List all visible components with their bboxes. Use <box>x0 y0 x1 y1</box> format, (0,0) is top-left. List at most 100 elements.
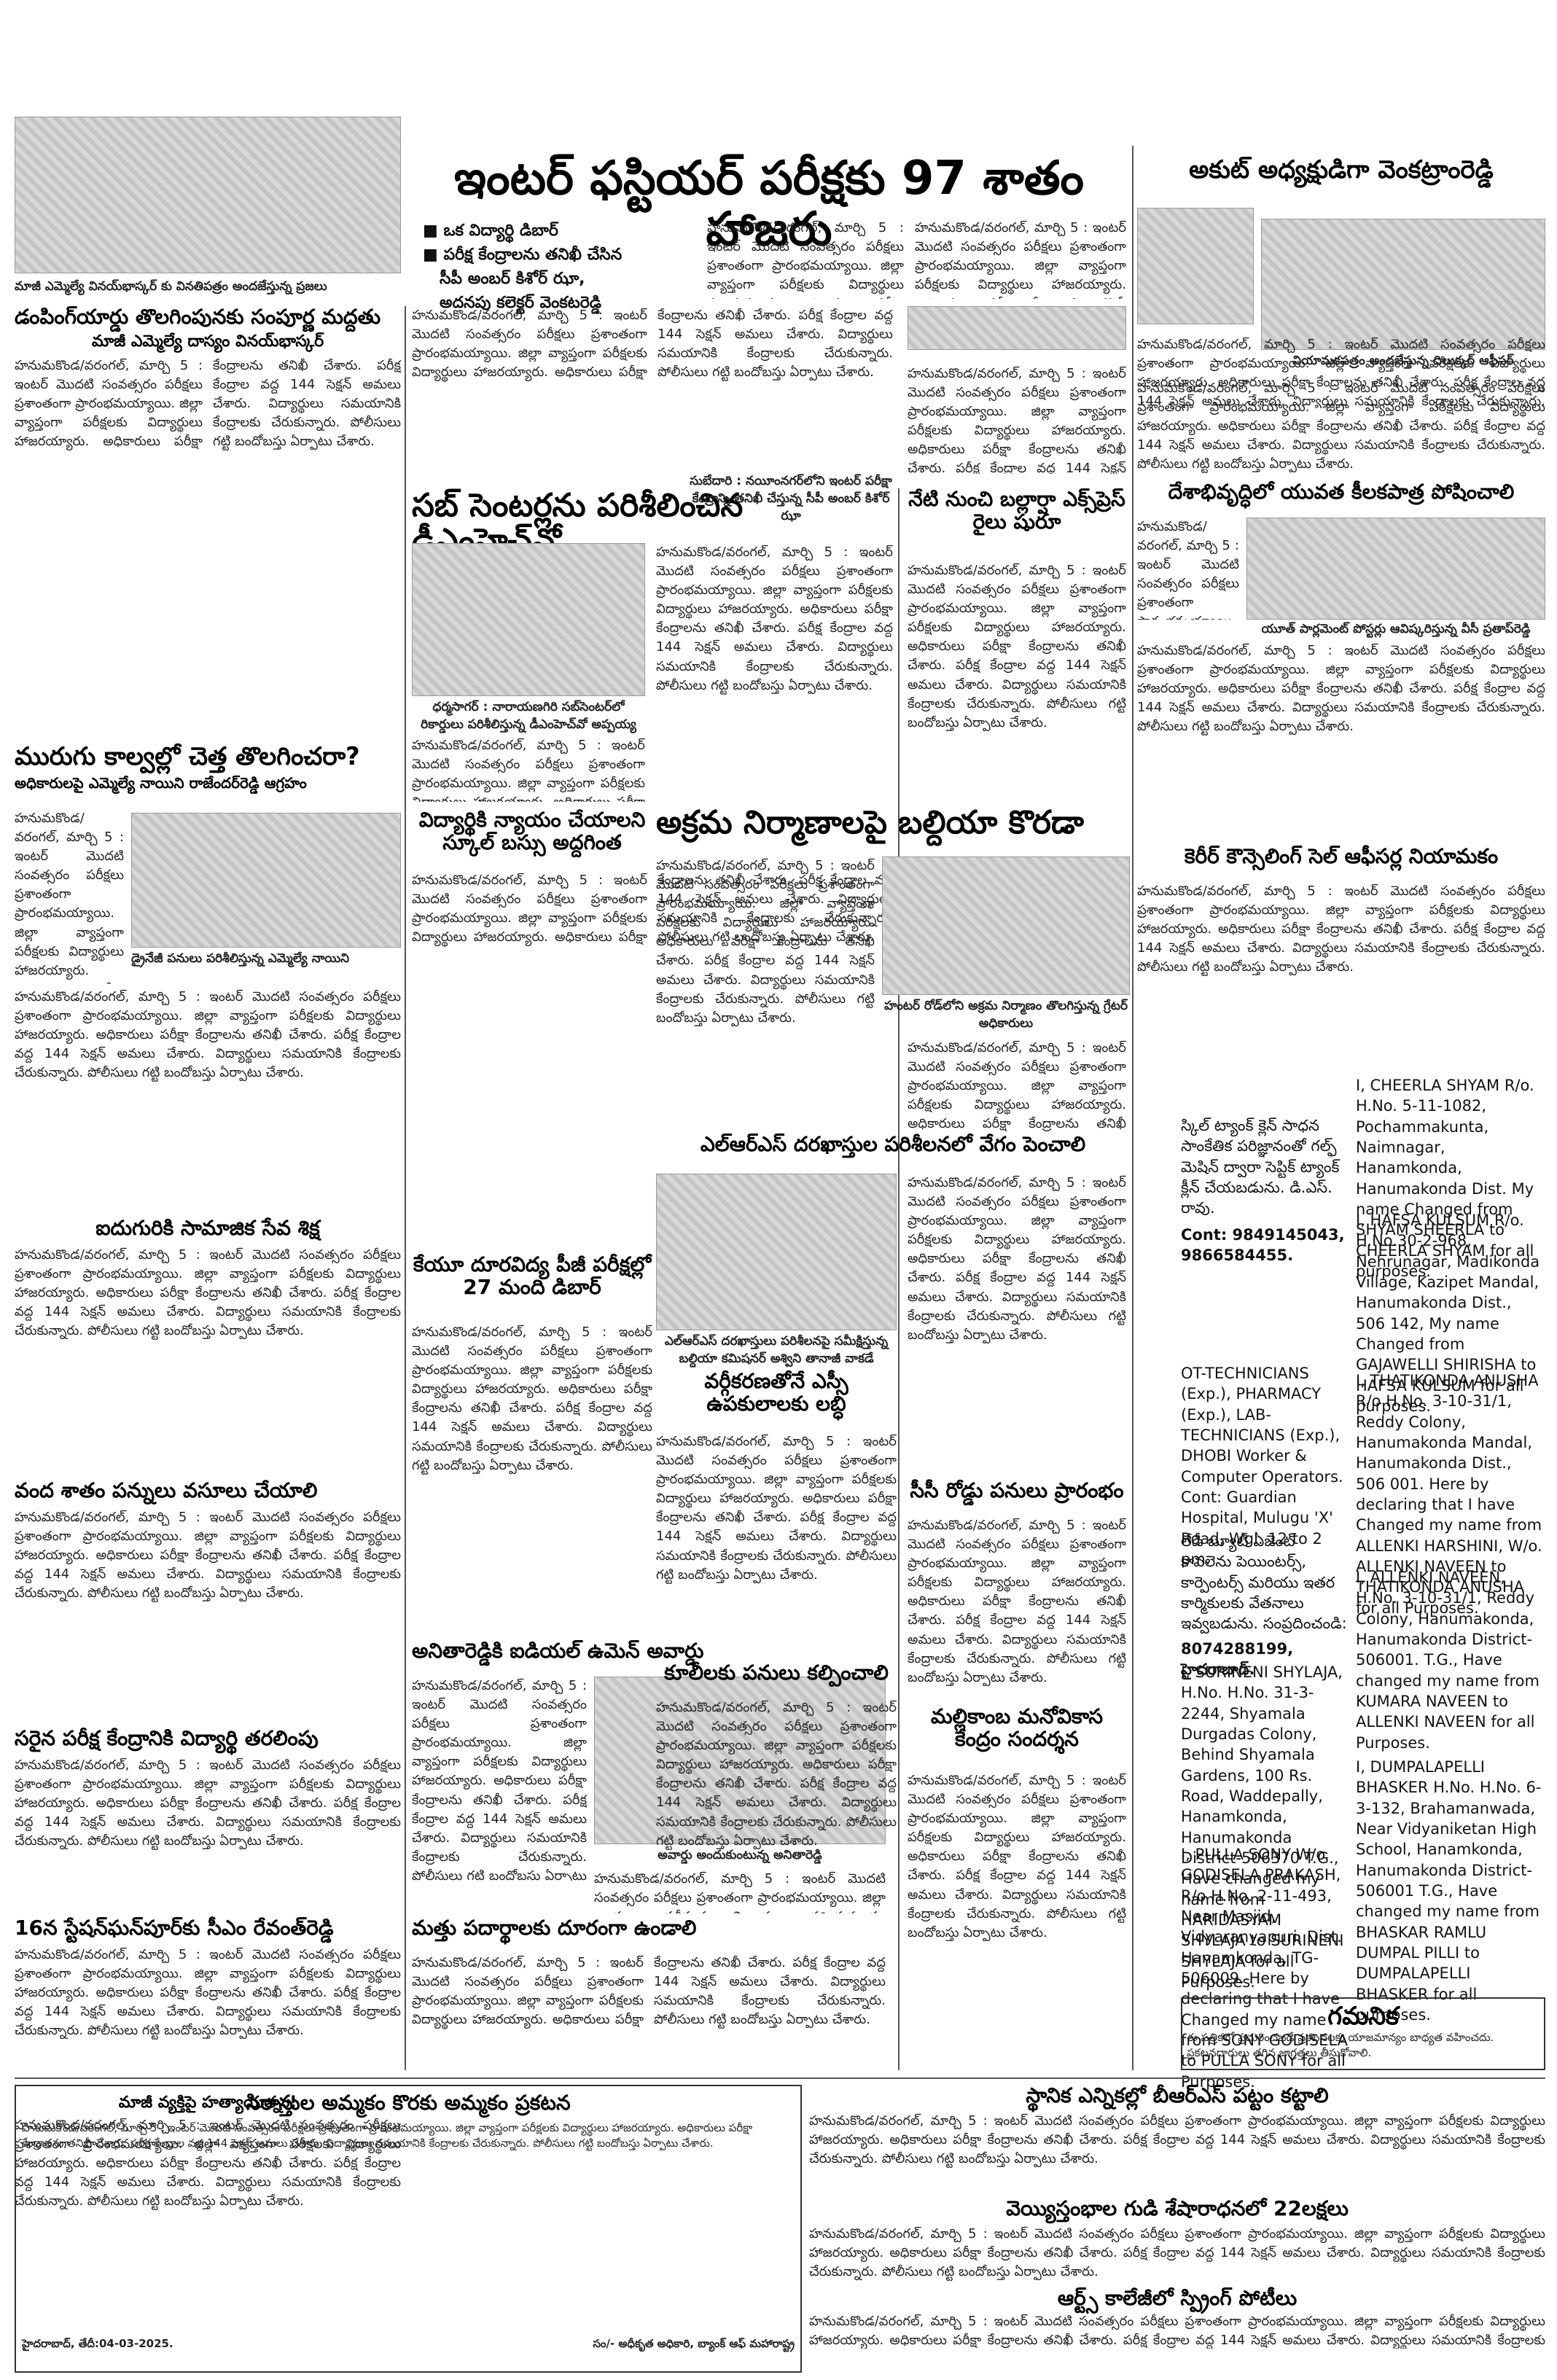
photo-caption: అవార్డు అందుకుంటున్న అనితారెడ్డి <box>657 1848 822 1862</box>
photo-drainage <box>131 813 401 948</box>
photo-caption: ధర్మసాగర్ : నారాయణగిరి సబ్‌సెంటర్‌లో రిక… <box>421 700 636 732</box>
photo-award <box>594 1677 886 1844</box>
article-body: హనుమకొండ/వరంగల్, మార్చి 5 : ఇంటర్ మొదటి … <box>809 2112 1545 2166</box>
tender-body: హనుమకొండ/వరంగల్, మార్చి 5 : ఇంటర్ మొదటి … <box>22 2120 753 2150</box>
photo-caption: మాజీ ఎమ్మెల్యే వినయ్‌భాస్కర్ కు వినతిపత్… <box>15 279 327 294</box>
headline: మత్తు పదార్థాలకు దూరంగా ఉండాలి <box>412 1916 697 1940</box>
article-body: హనుమకొండ/వరంగల్, మార్చి 5 : ఇంటర్ మొదటి … <box>1137 519 1239 620</box>
article-body: హనుమకొండ/వరంగల్, మార్చి 5 : ఇంటర్ మొదటి … <box>15 811 124 984</box>
headline: కూలీలకు పనులు కల్పించాలి <box>664 1661 889 1685</box>
article-body: హనుమకొండ/వరంగల్, మార్చి 5 : ఇంటర్ మొదటి … <box>412 1955 886 2028</box>
article-body: హనుమకొండ/వరంగల్, మార్చి 5 : ఇంటర్ మొదటి … <box>15 1946 401 2039</box>
headline: అనితారెడ్డికి ఐడియల్ ఉమెన్ అవార్డు <box>412 1639 704 1663</box>
tender-footer: హైదరాబాద్, తేదీ:04-03-2025. <box>22 2336 173 2350</box>
bullet-item: ఒక విద్యార్థి డిబార్ <box>443 222 558 240</box>
photo-subcenter <box>412 543 645 696</box>
headline: సీసీ రోడ్డు పనులు ప్రారంభం <box>910 1478 1124 1502</box>
article-body: హనుమకొండ/వరంగల్, మార్చి 5 : ఇంటర్ మొదటి … <box>908 563 1126 730</box>
article-body: హనుమకొండ/వరంగల్, మార్చి 5 : ఇంటర్ మొదటి … <box>1137 883 1545 975</box>
photo-right <box>1261 219 1545 350</box>
bullet-item: పరీక్ష కేంద్రాలను తనిఖీ చేసిన <box>443 246 623 264</box>
article-body: హనుమకొండ/వరంగల్, మార్చి 5 : ఇంటర్ మొదటి … <box>1137 381 1545 472</box>
headline: కెరీర్ కౌన్సెలింగ్ సెల్ ఆఫీసర్ల నియామకం <box>1184 844 1499 868</box>
article-body: హనుమకొండ/వరంగల్, మార్చి 5 : ఇంటర్ మొదటి … <box>15 1246 401 1339</box>
article-body: హనుమకొండ/వరంగల్, మార్చి 5 : ఇంటర్ మొదటి … <box>412 1324 652 1473</box>
article-body: హనుమకొండ/వరంగల్, మార్చి 5 : ఇంటర్ మొదటి … <box>1137 643 1545 735</box>
article-body: హనుమకొండ/వరంగల్, మార్చి 5 : ఇంటర్ మొదటి … <box>908 1040 1126 1132</box>
classified-notice: I, THATIKONDA ANUSHA R/o H.No. 3-10-31/1… <box>1356 1372 1542 1617</box>
article-body: హనుమకొండ/వరంగల్, మార్చి 5 : ఇంటర్ మొదటి … <box>594 1871 886 1913</box>
subheadline: మాజీ వ్యక్తిపై హత్యాయత్నం! <box>118 2093 297 2112</box>
headline: కేయూ దూరవిద్య పీజీ పరీక్షల్లో 27 మంది డి… <box>413 1252 652 1299</box>
photo-youth <box>1246 518 1545 620</box>
article-body: హనుమకొండ/వరంగల్, మార్చి 5 : ఇంటర్ మొదటి … <box>412 873 893 945</box>
tender-headline: సిరాస్తుల అమ్మకం కొరకు అమ్మకం ప్రకటన <box>246 2091 571 2115</box>
tender-sign: సం/- అధీకృత అధికారి, బ్యాంక్ ఆఫ్ మహారాష్… <box>593 2336 795 2350</box>
column-rule <box>405 306 406 2070</box>
headline: సరైన పరీక్ష కేంద్రానికి విద్యార్థి తరలిం… <box>15 1726 319 1750</box>
article-body: హనుమకొండ/వరంగల్, మార్చి 5 : ఇంటర్ మొదటి … <box>809 2314 1545 2349</box>
article-body: హనుమకొండ/వరంగల్, మార్చి 5 : ఇంటర్ మొదటి … <box>412 1678 587 1881</box>
headline: 16న స్టేషన్‌ఘన్‌పూర్‌కు సీఎం రేవంత్‌రెడ్… <box>15 1916 334 1940</box>
photo-lrs <box>656 1174 897 1330</box>
bullet-item: సీపీ అంబర్ కిశోర్ ఝా, <box>439 270 585 288</box>
article-body: హనుమకొండ/వరంగల్, మార్చి 5 : ఇంటర్ మొదటి … <box>908 366 1126 474</box>
photo-caption: యూత్ పార్లమెంట్ పోస్టర్లు ఆవిష్కరిస్తున్… <box>1261 622 1531 636</box>
headline: వెయ్యిస్తంభాల గుడి శేషారాధనలో 22లక్షలు <box>1006 2196 1349 2220</box>
classified-notice: I, SURINENI SHYLAJA, H.No. H.No. 31-3-22… <box>1181 1663 1344 1991</box>
article-body: హనుమకొండ/వరంగల్, మార్చి 5 : ఇంటర్ మొదటి … <box>656 545 893 693</box>
photo-caption: నియామకపత్రం అందజేస్తున్న దిలుక్కర్ ఆఫీసర… <box>1292 354 1514 368</box>
headline: నేటి నుంచి బల్లార్షా ఎక్స్‌ప్రెస్ రైలు ష… <box>908 487 1125 534</box>
bullet-item: అదనపు కలెక్టర్ వెంకటరెడ్డి <box>439 294 602 312</box>
tender-notice: సిరాస్తుల అమ్మకం కొరకు అమ్మకం ప్రకటన హను… <box>15 2085 802 2373</box>
notice-box: గమనిక ఈ పత్రికలో ప్రచురించబడే ప్రకటనలకు … <box>1181 1997 1545 2070</box>
classified-notice: I, CHEERLA SHYAM R/o. H.No. 5-11-1082, P… <box>1356 1077 1534 1281</box>
classified-ad: లేడీ బ్యూటీ ఏజెంట్ కావలెను పెయింటర్స్, క… <box>1181 1532 1347 1679</box>
headline: స్థానిక ఎన్నికల్లో బీఆర్ఎస్ పట్టం కట్టాల… <box>1026 2083 1329 2107</box>
headline: సబ్ సెంటర్లను పరిశీలించిన డీఎంహెచ్‌వో <box>412 487 744 560</box>
main-headline: ఇంటర్ ఫస్టియర్ పరీక్షకు 97 శాతం హాజరు <box>454 152 1084 257</box>
photo-caption: ఎల్ఆర్ఎస్ దరఖాస్తులు పరిశీలనపై సమీక్షిస్… <box>664 1334 889 1366</box>
photo-caption: సుబేదారి : నయీంనగర్‌లోని ఇంటర్ పరీక్షా క… <box>690 474 892 523</box>
article-body: హనుమకొండ/వరంగల్, మార్చి 5 : ఇంటర్ మొదటి … <box>15 1757 401 1849</box>
headline: వంద శాతం పన్నులు వసూలు చేయాలి <box>15 1478 318 1502</box>
headline: విద్యార్థికి న్యాయం చేయాలని స్కూల్ బస్సు… <box>418 808 646 854</box>
article-body: హనుమకొండ/వరంగల్, మార్చి 5 : ఇంటర్ మొదటి … <box>15 1509 401 1601</box>
subheadline: అధికారులపై ఎమ్మెల్యే నాయిని రాజేందర్‌రెడ… <box>15 774 307 792</box>
column-rule <box>898 488 900 2070</box>
right-headline: అకుట్ అధ్యక్షుడిగా వెంకట్రాంరెడ్డి <box>1189 155 1494 184</box>
headline: ఆర్ట్స్ కాలేజీలో స్ప్రింగ్ పోటీలు <box>1057 2285 1298 2310</box>
article-body: హనుమకొండ/వరంగల్, మార్చి 5 : ఇంటర్ మొదటి … <box>656 1434 897 1583</box>
article-body: హనుమకొండ/వరంగల్, మార్చి 5 : ఇంటర్ మొదటి … <box>412 738 645 802</box>
photo-caption: డ్రైనేజీ పనులు పరిశీలిస్తున్న ఎమ్మెల్యే … <box>131 951 350 966</box>
article-body: హనుమకొండ/వరంగల్, మార్చి 5 : ఇంటర్ మొదటి … <box>809 2225 1545 2279</box>
classified-ad: OT-TECHNICIANS (Exp.), PHARMACY (Exp.), … <box>1181 1365 1343 1569</box>
classified-notice: I, DUMPALAPELLI BHASKER H.No. H.No. 6-3-… <box>1356 1758 1542 2024</box>
article-body: హనుమకొండ/వరంగల్, మార్చి 5 : ఇంటర్ మొదటి … <box>15 989 401 1081</box>
photo-center <box>908 306 1126 350</box>
article-body: హనుమకొండ/వరంగల్, మార్చి 5 : ఇంటర్ మొదటి … <box>412 308 893 381</box>
headline: ఐదుగురికి సామాజిక సేవ శిక్ష <box>95 1216 320 1240</box>
headline: మురుగు కాల్వల్లో చెత్త తొలగించరా? <box>15 742 360 771</box>
headline: వర్గీకరణతోనే ఎస్సీ ఉపకులాలకు లబ్ధి <box>704 1369 848 1416</box>
headline: డంపింగ్‌యార్డు తొలగింపునకు సంపూర్ణ మద్దత… <box>15 305 381 329</box>
photo-right-small <box>1137 208 1254 324</box>
article-body: హనుమకొండ/వరంగల్, మార్చి 5 : ఇంటర్ మొదటి … <box>656 1700 897 1849</box>
article-body: హనుమకొండ/వరంగల్, మార్చి 5 : ఇంటర్ మొదటి … <box>915 220 1126 299</box>
classified-ad: స్కిల్ ట్యాంక్ క్లెన్ సాధన సాంకేతిక పరిజ… <box>1181 1117 1345 1265</box>
photo-top-left <box>15 117 401 273</box>
classified-notice: I, PULLA SONY W/o GODISELA PRAKASH, R/o … <box>1181 1846 1348 2091</box>
article-body: హనుమకొండ/వరంగల్, మార్చి 5 : ఇంటర్ మొదటి … <box>1137 337 1545 408</box>
article-body: హనుమకొండ/వరంగల్, మార్చి 5 : ఇంటర్ మొదటి … <box>707 220 904 299</box>
article-body: హనుమకొండ/వరంగల్, మార్చి 5 : ఇంటర్ మొదటి … <box>908 1773 1126 1940</box>
headline: దేశాభివృద్ధిలో యువత కీలకపాత్ర పోషించాలి <box>1168 480 1515 504</box>
headline-bullets: ■ ఒక విద్యార్థి డిబార్ ■ పరీక్ష కేంద్రాల… <box>423 222 623 312</box>
column-rule <box>1132 146 1133 2070</box>
photo-demolition <box>882 857 1130 995</box>
headline: ఎల్ఆర్ఎస్ దరఖాస్తుల పరిశీలనలో వేగం పెంచా… <box>700 1132 1086 1156</box>
article-body: హనుమకొండ/వరంగల్, మార్చి 5 : ఇంటర్ మొదటి … <box>656 858 875 1026</box>
article-body: హనుమకొండ/వరంగల్, మార్చి 5 : ఇంటర్ మొదటి … <box>15 2117 401 2209</box>
classified-notice: I, ALLENKI NAVEEN, H.No. 3-10-31/1, Redd… <box>1356 1569 1540 1752</box>
article-body: హనుమకొండ/వరంగల్, మార్చి 5 : ఇంటర్ మొదటి … <box>908 1175 1126 1343</box>
headline: మల్లికాంబ మనోవికాస కేంద్రం సందర్శన <box>930 1704 1104 1751</box>
